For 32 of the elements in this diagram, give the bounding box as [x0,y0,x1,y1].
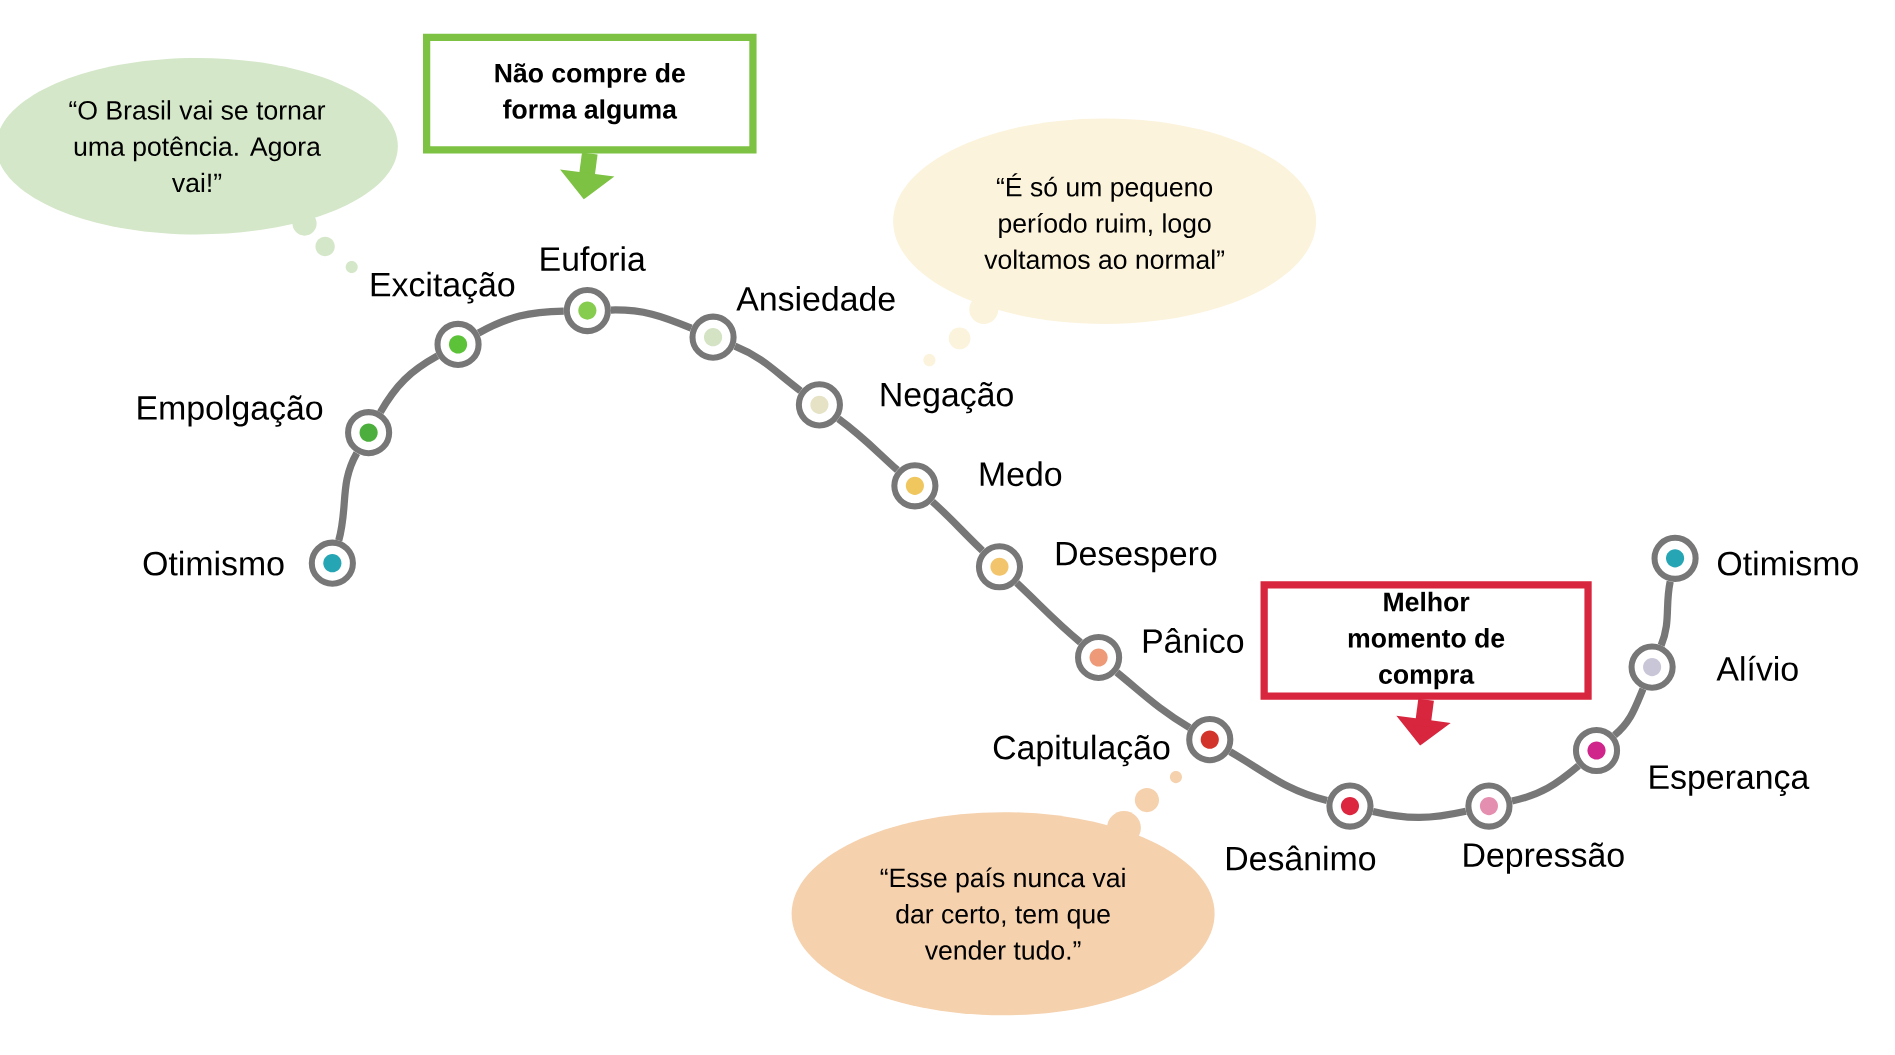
advice-box: Melhor momento de compra [1260,581,1592,700]
stage-label: Empolgação [138,395,323,427]
stage-label: Alívio [1716,655,1798,681]
stage-label: Pânico [1143,628,1244,653]
stage-label: Desânimo [1227,845,1376,871]
curve-segment [1114,669,1192,731]
curve-segment [335,451,361,542]
curve-segment [610,306,693,332]
stage-label: Desespero [1056,541,1217,573]
stage-label: Capitulação [993,734,1170,767]
stage-label: Negação [881,381,1013,414]
stage-label: Euforia [541,246,646,271]
curve-segment [1372,807,1467,821]
stage-label: Otimismo [1718,550,1858,576]
curve-segment [1511,762,1581,805]
curve-segment [1228,748,1328,804]
curve-segment [929,498,985,554]
stage-label: Depressão [1464,842,1624,874]
curve-segment [733,342,803,394]
thought-bubble: “O Brasil vai se tornar uma potência. Agora vai!” [0,57,398,235]
curve-segment [377,352,440,415]
curve-segment [1014,580,1083,646]
curve-segment [836,415,900,473]
stage-label: Otimismo [143,550,284,576]
stage-label: Esperança [1650,765,1810,796]
advice-box: Não compre de forma alguma [423,33,757,154]
stage-label: Medo [980,461,1062,487]
stage-label: Excitação [371,271,515,304]
curve-segment [1612,687,1647,738]
thought-bubble: “Esse país nunca vai dar certo, tem que vender tudo.” [791,812,1215,1016]
curve-segment [1657,580,1674,647]
stage-label: Ansiedade [736,286,895,311]
